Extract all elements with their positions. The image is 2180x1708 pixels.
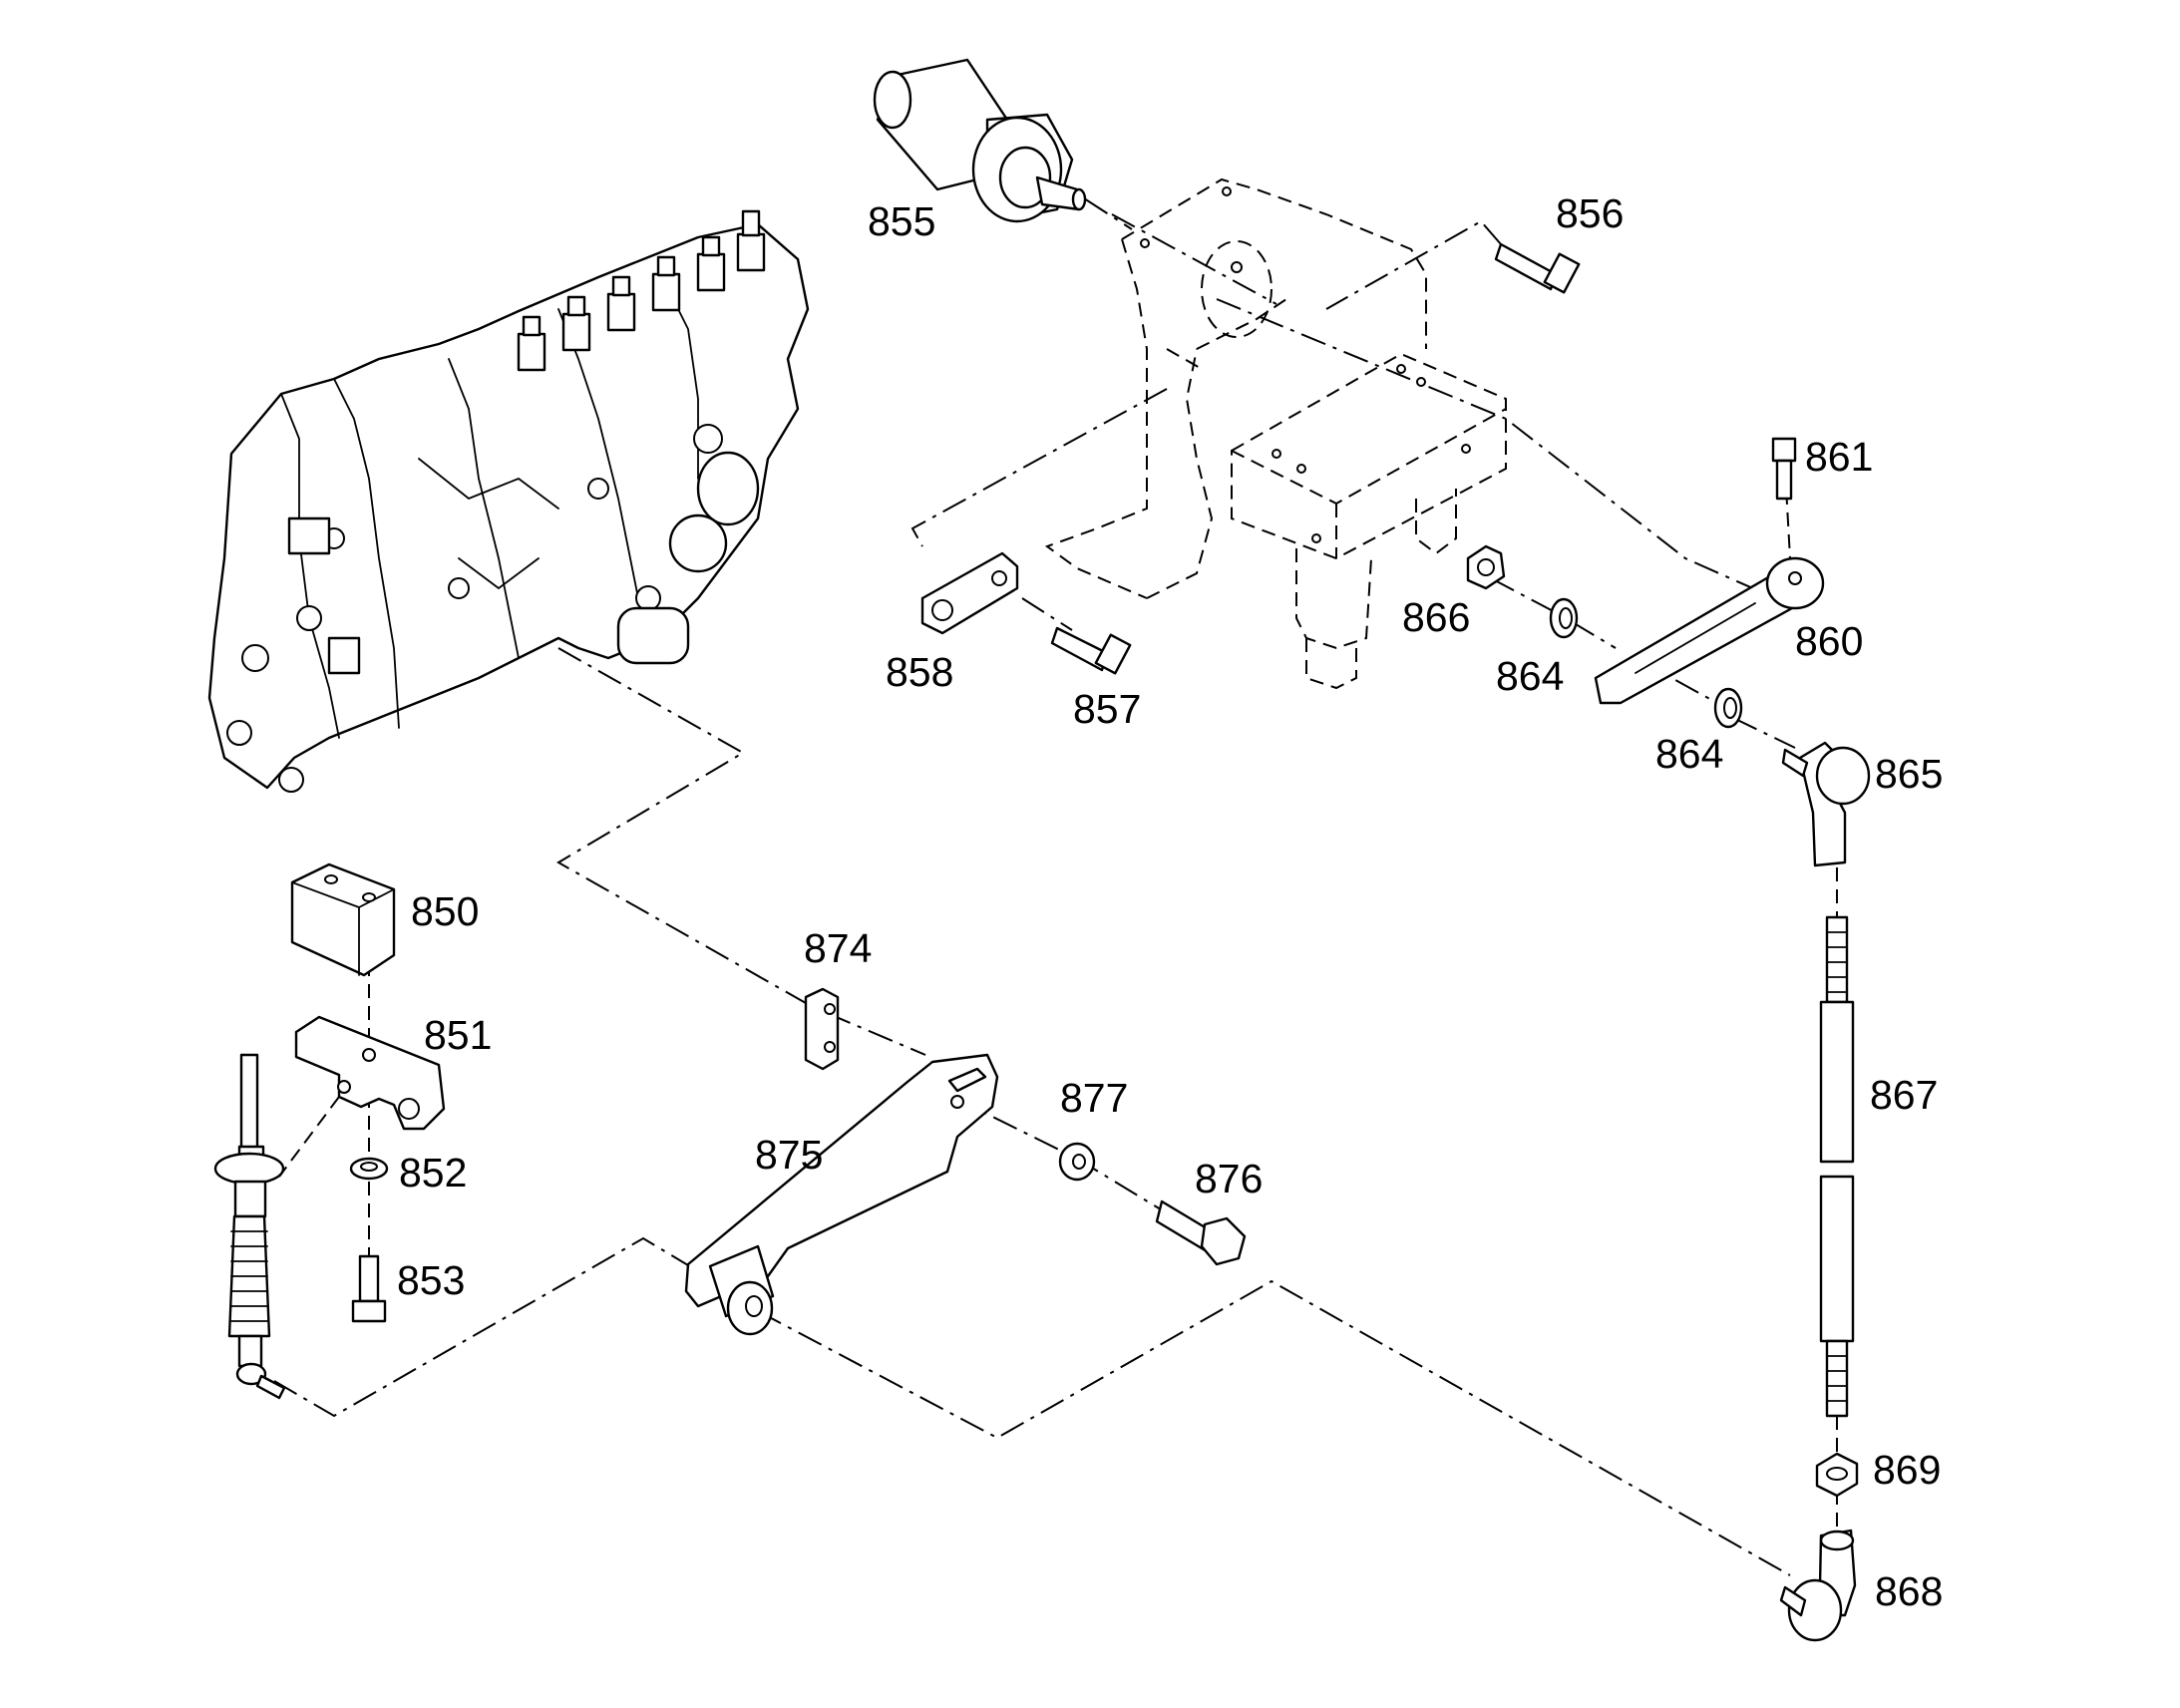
callout-851: 851 xyxy=(424,1012,492,1058)
callout-868: 868 xyxy=(1875,1568,1943,1614)
screw-857 xyxy=(1050,626,1132,675)
rod-867 xyxy=(1819,915,1855,1418)
washer-877 xyxy=(1058,1142,1096,1182)
screw-853 xyxy=(351,1254,387,1323)
washer-864a xyxy=(1549,597,1579,639)
nut-869 xyxy=(1815,1452,1859,1498)
injection-pump xyxy=(207,209,810,793)
washer-852 xyxy=(349,1157,389,1181)
nut-866 xyxy=(1466,544,1506,590)
callout-877: 877 xyxy=(1060,1075,1128,1121)
callout-858: 858 xyxy=(886,649,953,695)
callout-856: 856 xyxy=(1556,190,1624,236)
bracket-851 xyxy=(294,1015,446,1131)
callout-850: 850 xyxy=(411,888,479,934)
callout-labels: 850 851 852 853 855 856 857 858 860 861 … xyxy=(397,190,1943,1614)
screw-856 xyxy=(1494,242,1581,294)
mounting-bracket xyxy=(1044,177,1427,599)
callout-861: 861 xyxy=(1805,434,1873,480)
callout-869: 869 xyxy=(1873,1447,1941,1493)
spacer-874 xyxy=(804,987,840,1071)
callout-864a: 864 xyxy=(1496,653,1564,699)
assembly-lines xyxy=(273,173,1838,1576)
callout-867: 867 xyxy=(1870,1072,1938,1118)
callout-865: 865 xyxy=(1875,751,1943,797)
rod-end-868 xyxy=(1779,1529,1857,1642)
plate-858 xyxy=(920,551,1019,635)
screw-861 xyxy=(1771,437,1797,501)
actuator xyxy=(873,58,1087,223)
callout-876: 876 xyxy=(1195,1156,1263,1201)
block-850 xyxy=(290,862,396,977)
callout-875: 875 xyxy=(755,1132,823,1178)
callout-853: 853 xyxy=(397,1257,465,1303)
lever-875 xyxy=(684,1053,999,1336)
rod-end-865 xyxy=(1781,741,1871,867)
callout-866: 866 xyxy=(1402,594,1470,640)
callout-855: 855 xyxy=(868,198,935,244)
callout-860: 860 xyxy=(1795,618,1863,664)
control-cable xyxy=(213,1053,286,1400)
callout-864b: 864 xyxy=(1655,731,1723,777)
bolt-876 xyxy=(1155,1199,1247,1266)
washer-864b xyxy=(1713,687,1743,729)
callout-852: 852 xyxy=(399,1150,467,1196)
injector-nozzles xyxy=(517,209,766,372)
arm-860 xyxy=(1594,556,1825,705)
callout-874: 874 xyxy=(804,925,872,971)
callout-857: 857 xyxy=(1073,686,1141,732)
cylinder-block xyxy=(1231,352,1507,690)
